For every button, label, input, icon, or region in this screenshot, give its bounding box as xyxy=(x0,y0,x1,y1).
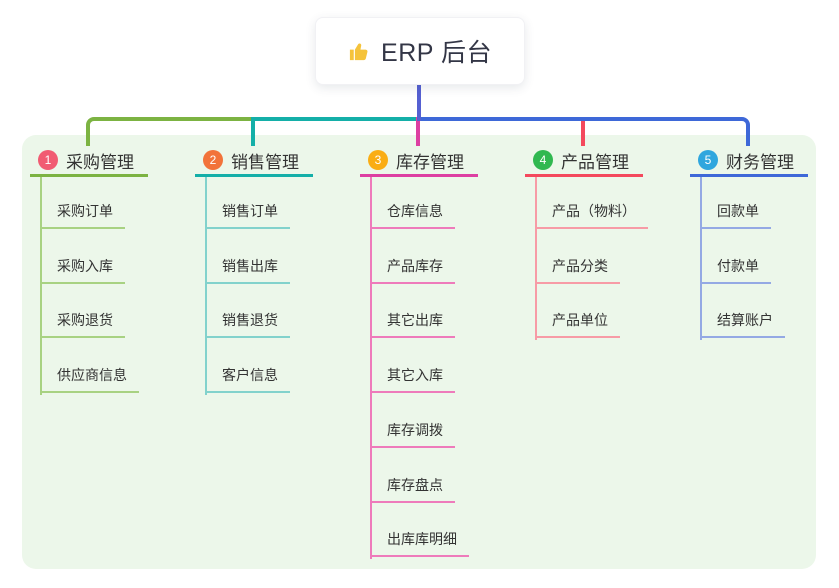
branch-1-header[interactable]: 1 采购管理 xyxy=(30,146,148,177)
branch-2-child-connector xyxy=(205,177,207,395)
branch-2-child-0[interactable]: 销售订单 xyxy=(205,203,290,229)
branch-3-child-6[interactable]: 出库库明细 xyxy=(370,531,469,557)
root-node[interactable]: ERP 后台 xyxy=(315,17,525,85)
branch-4-child-connector xyxy=(535,177,537,340)
connector-branch-3-drop xyxy=(416,117,420,146)
branch-5-child-connector xyxy=(700,177,702,340)
branch-1-child-2[interactable]: 采购退货 xyxy=(40,312,125,338)
branch-3-label: 库存管理 xyxy=(396,152,464,172)
branch-5-number-badge: 5 xyxy=(698,150,718,170)
branch-5-child-2[interactable]: 结算账户 xyxy=(700,312,785,338)
branch-4-number-badge: 4 xyxy=(533,150,553,170)
branch-3-child-0[interactable]: 仓库信息 xyxy=(370,203,455,229)
branch-4-child-1[interactable]: 产品分类 xyxy=(535,258,620,284)
branch-3-child-1[interactable]: 产品库存 xyxy=(370,258,455,284)
branch-2-header[interactable]: 2 销售管理 xyxy=(195,146,313,177)
branch-3-child-3[interactable]: 其它入库 xyxy=(370,367,455,393)
branch-5-child-1[interactable]: 付款单 xyxy=(700,258,771,284)
connector-branch-4-drop xyxy=(581,117,585,146)
branch-5-header[interactable]: 5 财务管理 xyxy=(690,146,808,177)
branch-5-label: 财务管理 xyxy=(726,152,794,172)
branch-4-child-0[interactable]: 产品（物料） xyxy=(535,203,648,229)
branch-1-number-badge: 1 xyxy=(38,150,58,170)
branch-1-label: 采购管理 xyxy=(66,152,134,172)
branch-3-header[interactable]: 3 库存管理 xyxy=(360,146,478,177)
branch-2-child-1[interactable]: 销售出库 xyxy=(205,258,290,284)
branch-4-child-2[interactable]: 产品单位 xyxy=(535,312,620,338)
root-label: ERP 后台 xyxy=(381,39,492,67)
branch-4-label: 产品管理 xyxy=(561,152,629,172)
connector-branch-2-horizontal xyxy=(253,117,419,121)
branch-2-label: 销售管理 xyxy=(231,152,299,172)
branch-3-child-4[interactable]: 库存调拨 xyxy=(370,422,455,448)
thumbs-up-icon xyxy=(348,40,371,63)
branch-3-child-2[interactable]: 其它出库 xyxy=(370,312,455,338)
branch-3-child-5[interactable]: 库存盘点 xyxy=(370,477,455,503)
branch-2-number-badge: 2 xyxy=(203,150,223,170)
branch-3-number-badge: 3 xyxy=(368,150,388,170)
branch-1-child-connector xyxy=(40,177,42,395)
connector-branch-1 xyxy=(86,117,251,146)
branch-2-child-3[interactable]: 客户信息 xyxy=(205,367,290,393)
branch-1-child-0[interactable]: 采购订单 xyxy=(40,203,125,229)
connector-branch-5 xyxy=(419,117,750,146)
branch-5-child-0[interactable]: 回款单 xyxy=(700,203,771,229)
branch-4-header[interactable]: 4 产品管理 xyxy=(525,146,643,177)
mindmap-panel xyxy=(22,135,816,569)
branch-2-child-2[interactable]: 销售退货 xyxy=(205,312,290,338)
branch-1-child-3[interactable]: 供应商信息 xyxy=(40,367,139,393)
connector-branch-2-drop xyxy=(251,117,255,146)
connector-root-drop xyxy=(417,83,421,121)
branch-1-child-1[interactable]: 采购入库 xyxy=(40,258,125,284)
branch-3-child-connector xyxy=(370,177,372,559)
